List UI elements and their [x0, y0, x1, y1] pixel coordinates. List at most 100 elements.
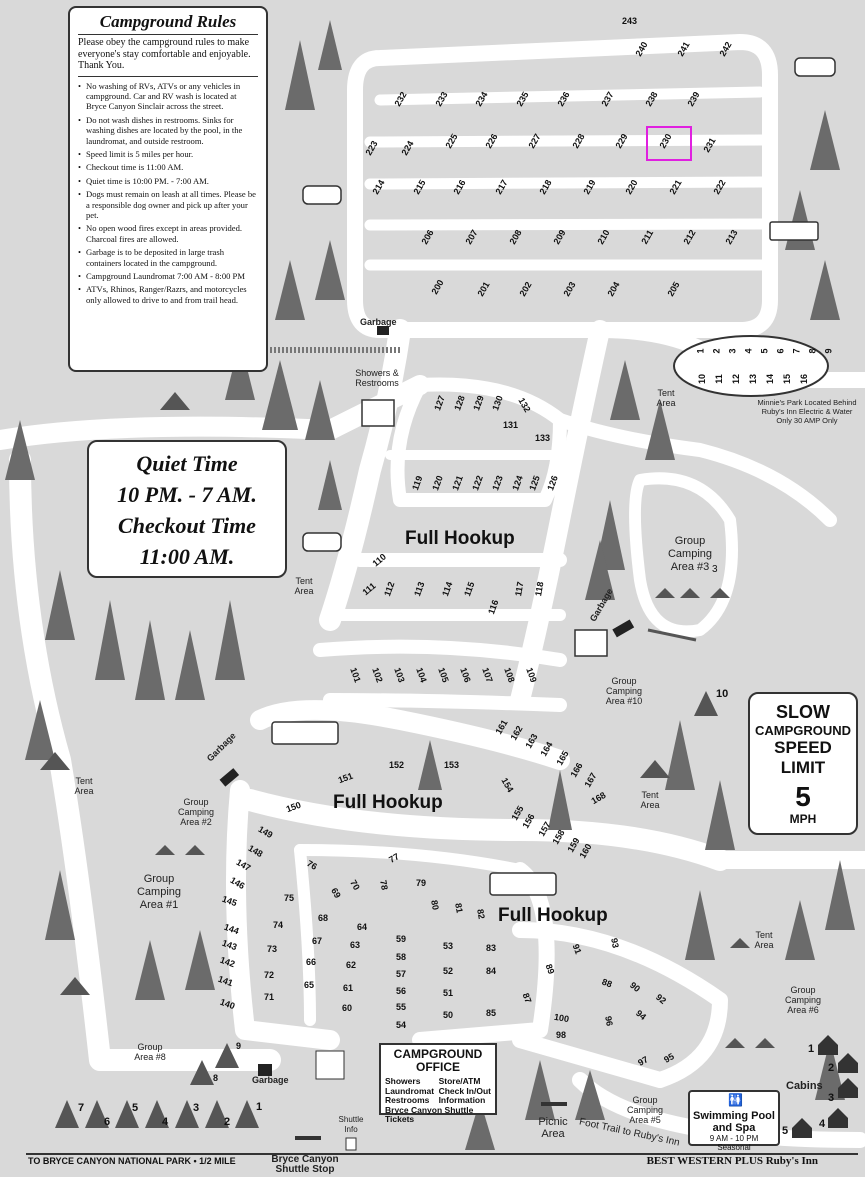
- roads: [0, 34, 865, 1148]
- site-number[interactable]: 61: [343, 983, 354, 993]
- site-number[interactable]: 75: [284, 893, 295, 903]
- minnies-site[interactable]: 6: [775, 348, 786, 354]
- cabin-number[interactable]: 1: [808, 1043, 815, 1055]
- minnies-site[interactable]: 2: [711, 348, 722, 354]
- site-number[interactable]: 83: [486, 943, 497, 953]
- speed-sign-value: 5: [795, 781, 811, 812]
- swimming-pool-box: 🚻 Swimming Pool and Spa 9 AM - 10 PM Sea…: [688, 1090, 780, 1152]
- campground-office-box: CAMPGROUND OFFICE Showers Laundromat Res…: [379, 1043, 497, 1124]
- minnies-site[interactable]: 11: [713, 374, 724, 384]
- tent-area-label: Tent Area: [640, 790, 660, 810]
- site-number[interactable]: 73: [267, 944, 278, 954]
- site-number[interactable]: 72: [264, 970, 275, 980]
- group-number[interactable]: 8: [213, 1073, 219, 1083]
- site-number[interactable]: 78: [378, 879, 390, 891]
- tents: [40, 392, 775, 1128]
- campground-rules-panel: Campground Rules Please obey the campgro…: [68, 6, 268, 372]
- site-number[interactable]: 59: [396, 934, 407, 944]
- quiet-time-box: Quiet Time 10 PM. - 7 AM. Checkout Time …: [87, 440, 287, 578]
- minnies-site[interactable]: 8: [807, 348, 818, 354]
- rule-item: No open wood fires except in areas provi…: [78, 223, 258, 244]
- site-number[interactable]: 74: [273, 920, 284, 930]
- site-number[interactable]: 55: [396, 1002, 407, 1012]
- site-number[interactable]: 50: [443, 1010, 454, 1020]
- group-number[interactable]: 1: [256, 1101, 263, 1113]
- site-number[interactable]: 81: [453, 902, 465, 914]
- site-number[interactable]: 67: [312, 936, 323, 946]
- site-number[interactable]: 63: [350, 940, 361, 950]
- minnies-site[interactable]: 4: [743, 348, 754, 354]
- site-number[interactable]: 52: [443, 966, 454, 976]
- speed-sign-slow: SLOW: [776, 702, 830, 722]
- site-230-highlight: [646, 126, 692, 161]
- site-number[interactable]: 64: [357, 922, 368, 932]
- site-number[interactable]: 60: [342, 1003, 353, 1013]
- group-number[interactable]: 5: [132, 1102, 139, 1114]
- cabin-number[interactable]: 4: [819, 1118, 826, 1130]
- site-number[interactable]: 84: [486, 966, 497, 976]
- fence-right: [647, 628, 697, 642]
- group-camping-3-label: Group Camping Area #3: [667, 535, 713, 573]
- shuttle-bench: [295, 1136, 321, 1140]
- road-right-label: BEST WESTERN PLUS Ruby's Inn: [646, 1155, 818, 1167]
- site-number[interactable]: 51: [443, 988, 454, 998]
- group-number[interactable]: 10: [716, 688, 729, 700]
- minnies-site[interactable]: 12: [731, 373, 742, 385]
- site-number[interactable]: 65: [304, 980, 315, 990]
- minnies-site[interactable]: 9: [823, 348, 834, 354]
- cabins: [792, 1035, 858, 1138]
- tent-area-label: Tent Area: [74, 776, 94, 796]
- site-number[interactable]: 79: [416, 878, 427, 888]
- site-number[interactable]: 56: [396, 986, 407, 996]
- site-243[interactable]: 243: [622, 16, 638, 26]
- checkout-time: 11:00 AM.: [139, 544, 235, 569]
- rv-icons: [271, 57, 836, 896]
- group-number[interactable]: 7: [78, 1102, 85, 1114]
- site-number[interactable]: 133: [535, 433, 551, 443]
- group-number[interactable]: 4: [162, 1116, 169, 1128]
- minnies-site[interactable]: 7: [791, 348, 802, 354]
- rules-intro: Please obey the campground rules to make…: [78, 37, 258, 77]
- site-number[interactable]: 54: [396, 1020, 407, 1030]
- minnies-park-label: Minnie's Park Located Behind Ruby's Inn …: [757, 398, 857, 425]
- speed-limit-sign: SLOW CAMPGROUND SPEED LIMIT 5 MPH: [748, 692, 858, 835]
- cabin-number[interactable]: 5: [782, 1125, 789, 1137]
- minnies-site[interactable]: 15: [782, 373, 793, 385]
- minnies-site[interactable]: 1: [695, 348, 706, 354]
- group-number[interactable]: 3: [193, 1102, 200, 1114]
- minnies-site[interactable]: 3: [727, 348, 738, 354]
- rule-item: ATVs, Rhinos, Ranger/Razrs, and motorcyc…: [78, 284, 258, 305]
- site-number[interactable]: 152: [389, 760, 405, 770]
- minnies-site[interactable]: 14: [765, 373, 776, 385]
- site-number[interactable]: 71: [264, 992, 275, 1002]
- site-number[interactable]: 153: [444, 760, 460, 770]
- site-number[interactable]: 96: [603, 1015, 615, 1027]
- site-number[interactable]: 85: [486, 1008, 497, 1018]
- minnies-site[interactable]: 16: [799, 373, 810, 385]
- site-number[interactable]: 58: [396, 952, 407, 962]
- minnies-site[interactable]: 13: [748, 373, 759, 385]
- group-number[interactable]: 2: [224, 1116, 231, 1128]
- site-number[interactable]: 57: [396, 969, 407, 979]
- minnies-site[interactable]: 5: [759, 348, 770, 354]
- full-hookup-label-1: Full Hookup: [405, 528, 515, 549]
- site-number[interactable]: 131: [503, 420, 519, 430]
- pool-hours: 9 AM - 10 PM: [709, 1134, 759, 1143]
- site-number[interactable]: 93: [609, 937, 621, 949]
- rule-item: Dogs must remain on leash at all times. …: [78, 189, 258, 220]
- cabin-number[interactable]: 2: [828, 1062, 835, 1074]
- site-number[interactable]: 68: [318, 913, 329, 923]
- group-number[interactable]: 6: [104, 1116, 111, 1128]
- site-number[interactable]: 82: [475, 908, 487, 920]
- pool-title-1: Swimming Pool: [693, 1110, 775, 1122]
- cabin-number[interactable]: 3: [828, 1092, 835, 1104]
- tent-area-label: Tent Area: [294, 576, 314, 596]
- site-number[interactable]: 66: [306, 957, 317, 967]
- site-number[interactable]: 98: [556, 1030, 567, 1040]
- site-number[interactable]: 62: [346, 960, 357, 970]
- site-number[interactable]: 80: [429, 899, 441, 911]
- minnies-site[interactable]: 10: [697, 373, 708, 385]
- site-number[interactable]: 53: [443, 941, 454, 951]
- group-number[interactable]: 9: [236, 1041, 242, 1051]
- garbage-label: Garbage: [360, 317, 397, 327]
